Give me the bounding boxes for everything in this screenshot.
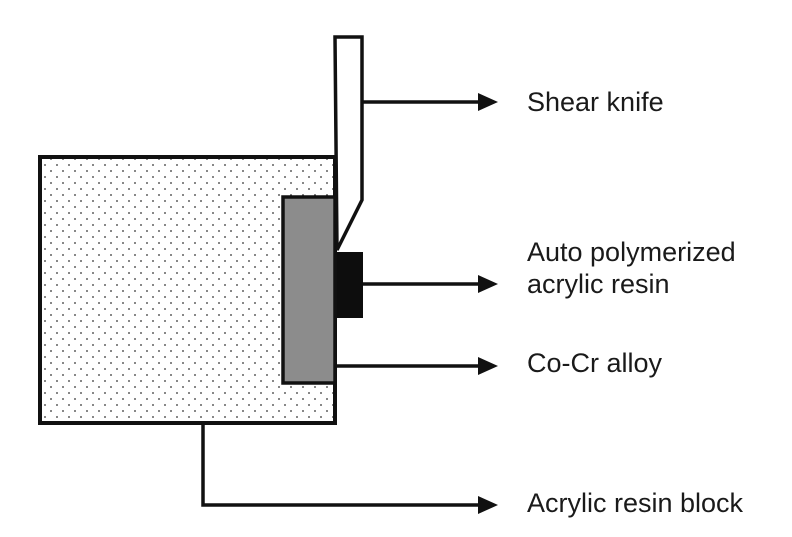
shear-knife (333, 35, 364, 251)
leader-shear-knife (362, 93, 498, 111)
label-shear-knife-text: Shear knife (527, 87, 664, 117)
auto-polymerized-resin (337, 252, 363, 318)
label-acrylic-resin-block-text: Acrylic resin block (527, 488, 744, 518)
label-acrylic-resin-block: Acrylic resin block (527, 487, 743, 519)
label-auto-polymerized-line1: Auto polymerized (527, 237, 736, 267)
co-cr-alloy-plate (281, 195, 337, 385)
label-auto-polymerized-line2: acrylic resin (527, 269, 670, 299)
leader-acrylic-resin-block (201, 423, 498, 514)
leader-auto-polymerized (363, 275, 498, 293)
leader-co-cr-alloy (335, 357, 498, 375)
label-co-cr-alloy-text: Co-Cr alloy (527, 348, 663, 378)
label-auto-polymerized-acrylic-resin: Auto polymerized acrylic resin (527, 236, 736, 300)
label-shear-knife: Shear knife (527, 86, 664, 118)
label-co-cr-alloy: Co-Cr alloy (527, 347, 662, 379)
